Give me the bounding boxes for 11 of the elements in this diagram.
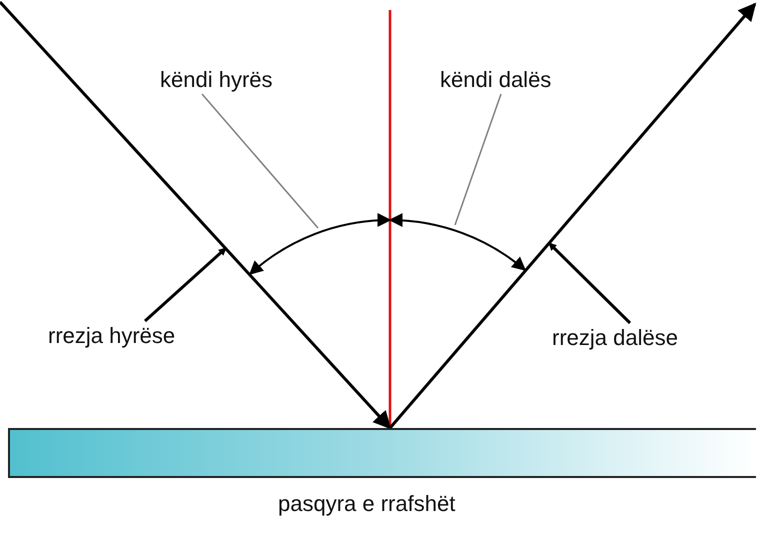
light-ray-arrow [388, 2, 756, 429]
callout-label: këndi dalës [440, 66, 552, 94]
leader-line [454, 94, 502, 226]
leader-line [144, 246, 227, 322]
leader-line [201, 94, 319, 228]
mirror-label: pasqyra e rrafshët [278, 490, 456, 518]
callout-label: rrezja dalëse [552, 324, 678, 352]
callout-label: rrezja hyrëse [48, 322, 176, 350]
callout-label: këndi hyrës [160, 66, 273, 94]
leader-line [548, 242, 632, 324]
light-ray-arrow [0, 0, 392, 430]
